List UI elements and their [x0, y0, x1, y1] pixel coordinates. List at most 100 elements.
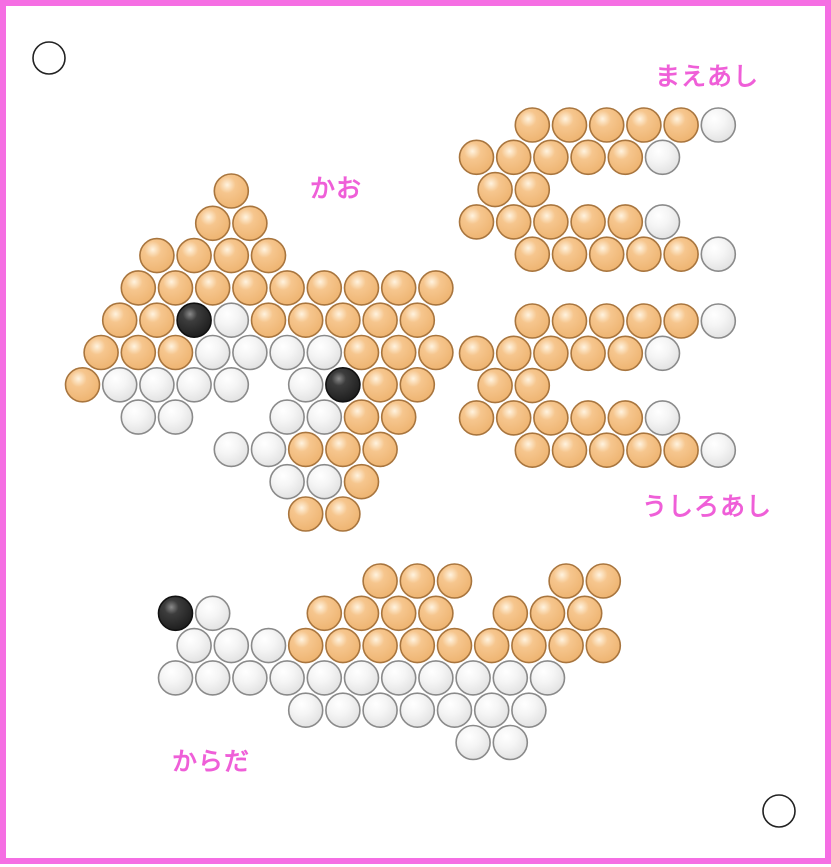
- tan-bead: [382, 400, 416, 434]
- white-bead: [646, 336, 680, 370]
- circle-marker-top-left: [33, 42, 65, 74]
- tan-bead: [159, 336, 193, 370]
- tan-bead: [400, 368, 434, 402]
- tan-bead: [534, 336, 568, 370]
- tan-bead: [515, 304, 549, 338]
- white-bead: [214, 629, 248, 663]
- white-bead: [646, 401, 680, 435]
- white-bead: [252, 629, 286, 663]
- white-bead: [701, 237, 735, 271]
- tan-bead: [363, 368, 397, 402]
- tan-bead: [140, 239, 174, 273]
- tan-bead: [475, 629, 509, 663]
- tan-bead: [627, 433, 661, 467]
- tan-bead: [363, 432, 397, 466]
- tan-bead: [534, 401, 568, 435]
- white-bead: [159, 400, 193, 434]
- tan-bead: [121, 271, 155, 305]
- white-bead: [646, 140, 680, 174]
- white-bead: [326, 693, 360, 727]
- tan-bead: [326, 629, 360, 663]
- tan-bead: [363, 564, 397, 598]
- back-legs-label: うしろあし: [642, 487, 772, 523]
- white-bead: [270, 400, 304, 434]
- white-bead: [363, 693, 397, 727]
- tan-bead: [252, 239, 286, 273]
- white-bead: [438, 693, 472, 727]
- white-bead: [456, 661, 490, 695]
- tan-bead: [571, 205, 605, 239]
- tan-bead: [478, 369, 512, 403]
- white-bead: [177, 629, 211, 663]
- tan-bead: [159, 271, 193, 305]
- white-bead: [214, 368, 248, 402]
- tan-bead: [419, 596, 453, 630]
- white-bead: [456, 726, 490, 760]
- tan-bead: [233, 271, 267, 305]
- tan-bead: [400, 564, 434, 598]
- tan-bead: [664, 108, 698, 142]
- black-bead: [177, 303, 211, 337]
- tan-bead: [233, 206, 267, 240]
- tan-bead: [515, 237, 549, 271]
- tan-bead: [627, 237, 661, 271]
- white-bead: [177, 368, 211, 402]
- tan-bead: [326, 432, 360, 466]
- white-bead: [307, 465, 341, 499]
- tan-bead: [400, 303, 434, 337]
- white-bead: [140, 368, 174, 402]
- white-bead: [419, 661, 453, 695]
- tan-bead: [478, 173, 512, 207]
- white-bead: [307, 661, 341, 695]
- front-legs-label: まえあし: [655, 57, 759, 93]
- white-bead: [307, 400, 341, 434]
- white-bead: [307, 336, 341, 370]
- tan-bead: [590, 108, 624, 142]
- tan-bead: [571, 401, 605, 435]
- tan-bead: [400, 629, 434, 663]
- black-bead: [326, 368, 360, 402]
- tan-bead: [664, 304, 698, 338]
- tan-bead: [289, 432, 323, 466]
- white-bead: [345, 661, 379, 695]
- white-bead: [531, 661, 565, 695]
- tan-bead: [590, 237, 624, 271]
- white-bead: [382, 661, 416, 695]
- tan-bead: [608, 140, 642, 174]
- tan-bead: [515, 433, 549, 467]
- tan-bead: [345, 271, 379, 305]
- white-bead: [103, 368, 137, 402]
- white-bead: [270, 336, 304, 370]
- tan-bead: [345, 465, 379, 499]
- white-bead: [475, 693, 509, 727]
- tan-bead: [553, 237, 587, 271]
- white-bead: [701, 304, 735, 338]
- tan-bead: [363, 303, 397, 337]
- tan-bead: [345, 400, 379, 434]
- tan-bead: [345, 596, 379, 630]
- white-bead: [289, 368, 323, 402]
- tan-bead: [382, 596, 416, 630]
- tan-bead: [438, 564, 472, 598]
- tan-bead: [627, 108, 661, 142]
- body-label: からだ: [172, 742, 250, 778]
- tan-bead: [590, 433, 624, 467]
- tan-bead: [345, 336, 379, 370]
- tan-bead: [497, 140, 531, 174]
- circle-marker-bottom-right: [763, 795, 795, 827]
- tan-bead: [553, 108, 587, 142]
- white-bead: [214, 303, 248, 337]
- tan-bead: [103, 303, 137, 337]
- tan-bead: [382, 271, 416, 305]
- black-bead: [159, 596, 193, 630]
- tan-bead: [460, 401, 494, 435]
- tan-bead: [307, 271, 341, 305]
- tan-bead: [664, 433, 698, 467]
- white-bead: [646, 205, 680, 239]
- tan-bead: [664, 237, 698, 271]
- tan-bead: [568, 596, 602, 630]
- tan-bead: [497, 205, 531, 239]
- tan-bead: [515, 369, 549, 403]
- tan-bead: [608, 336, 642, 370]
